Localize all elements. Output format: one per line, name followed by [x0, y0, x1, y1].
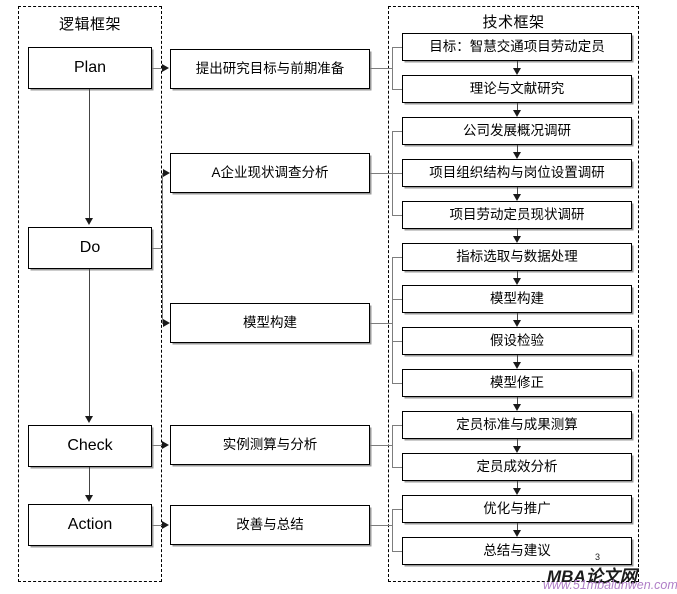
arrow-do-to-check [84, 416, 93, 423]
bracket-summary-spine [392, 509, 393, 551]
pdca-node-check[interactable]: Check [28, 425, 152, 467]
arrow-plan-to-do [84, 218, 93, 225]
bracket-survey-stem [370, 173, 392, 174]
arrow-do-to-model-building [163, 318, 170, 327]
arrow-tech-3 [512, 152, 521, 159]
bracket-model-branch-0 [392, 257, 402, 258]
arrow-tech-12 [512, 530, 521, 537]
tech-framework-title: 技术框架 [482, 14, 545, 31]
connector-do-to-check [89, 269, 90, 416]
bracket-model-stem [370, 323, 392, 324]
connector-tech-8 [517, 355, 518, 362]
logic-framework-frame [18, 6, 162, 582]
bracket-summary-stem [370, 525, 392, 526]
arrow-check-to-action [84, 495, 93, 502]
tech-node-hypothesis-test[interactable]: 假设检验 [402, 327, 632, 355]
connector-tech-10 [517, 439, 518, 446]
watermark-url: www.51mbalunwen.com [543, 578, 677, 592]
arrow-plan-to-proposal [162, 63, 169, 72]
connector-tech-6 [517, 271, 518, 278]
bracket-survey-branch-0 [392, 131, 402, 132]
connector-tech-1 [517, 61, 518, 68]
tech-node-org-structure[interactable]: 项目组织结构与岗位设置调研 [402, 159, 632, 187]
pdca-node-plan[interactable]: Plan [28, 47, 152, 89]
bracket-proposal-spine [392, 47, 393, 89]
tech-node-literature[interactable]: 理论与文献研究 [402, 75, 632, 103]
arrow-tech-5 [512, 236, 521, 243]
connector-tech-4 [517, 187, 518, 194]
stage-node-case-analysis[interactable]: 实例测算与分析 [170, 425, 370, 465]
bracket-proposal-branch-0 [392, 47, 402, 48]
bracket-model-spine [392, 257, 393, 383]
tech-node-model-construction[interactable]: 模型构建 [402, 285, 632, 313]
stage-node-improvement-summary[interactable]: 改善与总结 [170, 505, 370, 545]
tech-framework-frame [388, 6, 639, 582]
bracket-model-branch-2 [392, 341, 402, 342]
tech-node-model-revision[interactable]: 模型修正 [402, 369, 632, 397]
bracket-survey-branch-1 [392, 173, 402, 174]
arrow-action-to-improvement [162, 520, 169, 529]
connector-tech-2 [517, 103, 518, 110]
tech-node-company-overview[interactable]: 公司发展概况调研 [402, 117, 632, 145]
tech-node-summary-suggestions[interactable]: 总结与建议 [402, 537, 632, 565]
pdca-node-action[interactable]: Action [28, 504, 152, 546]
tech-node-indicator-selection[interactable]: 指标选取与数据处理 [402, 243, 632, 271]
bracket-case-spine [392, 425, 393, 467]
arrow-tech-10 [512, 446, 521, 453]
connector-do-stub [152, 248, 163, 249]
arrow-tech-4 [512, 194, 521, 201]
arrow-do-to-enterprise-survey [163, 168, 170, 177]
arrow-check-to-case-analysis [162, 440, 169, 449]
connector-check-to-case-analysis [152, 445, 163, 446]
pdca-node-do[interactable]: Do [28, 227, 152, 269]
connector-tech-9 [517, 397, 518, 404]
connector-plan-to-do [89, 89, 90, 218]
tech-node-staffing-status[interactable]: 项目劳动定员现状调研 [402, 201, 632, 229]
bracket-case-branch-0 [392, 425, 402, 426]
connector-tech-5 [517, 229, 518, 236]
tech-node-optimization-promotion[interactable]: 优化与推广 [402, 495, 632, 523]
connector-check-to-action [89, 467, 90, 495]
connector-action-to-improvement [152, 525, 163, 526]
page-number: 3 [595, 552, 601, 562]
watermark-brand: MBA论文网 [547, 567, 637, 586]
logic-framework-title: 逻辑框架 [58, 16, 121, 33]
connector-tech-12 [517, 523, 518, 530]
arrow-tech-6 [512, 278, 521, 285]
bracket-case-branch-1 [392, 467, 402, 468]
bracket-proposal-stem [370, 68, 392, 69]
bracket-survey-branch-2 [392, 215, 402, 216]
arrow-tech-8 [512, 362, 521, 369]
bracket-model-branch-3 [392, 383, 402, 384]
tech-node-goal[interactable]: 目标：智慧交通项目劳动定员 [402, 33, 632, 61]
stage-node-model-building[interactable]: 模型构建 [170, 303, 370, 343]
bracket-summary-branch-0 [392, 509, 402, 510]
arrow-tech-9 [512, 404, 521, 411]
connector-tech-3 [517, 145, 518, 152]
bracket-case-stem [370, 445, 392, 446]
connector-tech-11 [517, 481, 518, 488]
bracket-summary-branch-1 [392, 551, 402, 552]
arrow-tech-11 [512, 488, 521, 495]
tech-node-standard-calculation[interactable]: 定员标准与成果测算 [402, 411, 632, 439]
bracket-model-branch-1 [392, 299, 402, 300]
tech-node-effectiveness-analysis[interactable]: 定员成效分析 [402, 453, 632, 481]
arrow-tech-1 [512, 68, 521, 75]
arrow-tech-2 [512, 110, 521, 117]
connector-plan-to-proposal [152, 68, 163, 69]
arrow-tech-7 [512, 320, 521, 327]
connector-tech-7 [517, 313, 518, 320]
bracket-proposal-branch-1 [392, 89, 402, 90]
stage-node-enterprise-survey[interactable]: A企业现状调查分析 [170, 153, 370, 193]
stage-node-proposal[interactable]: 提出研究目标与前期准备 [170, 49, 370, 89]
connector-do-bracket [162, 173, 163, 323]
